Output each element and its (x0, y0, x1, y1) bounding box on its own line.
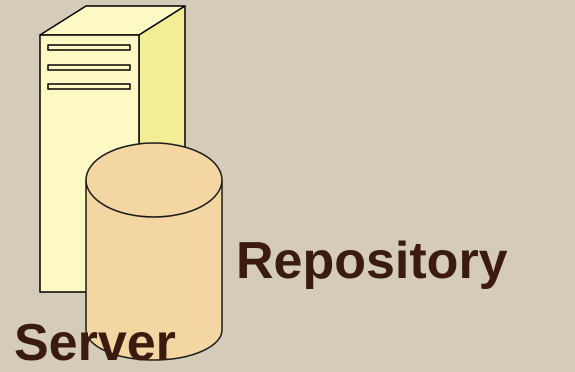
cylinder-body (85, 179, 223, 361)
database-cylinder-icon (85, 142, 223, 361)
server-drive-bay (47, 44, 131, 51)
server-drive-bay (47, 64, 131, 71)
repository-label: Repository (236, 232, 508, 290)
cylinder-top (85, 142, 223, 218)
server-drive-bay (47, 83, 131, 90)
server-label: Server (14, 314, 176, 372)
